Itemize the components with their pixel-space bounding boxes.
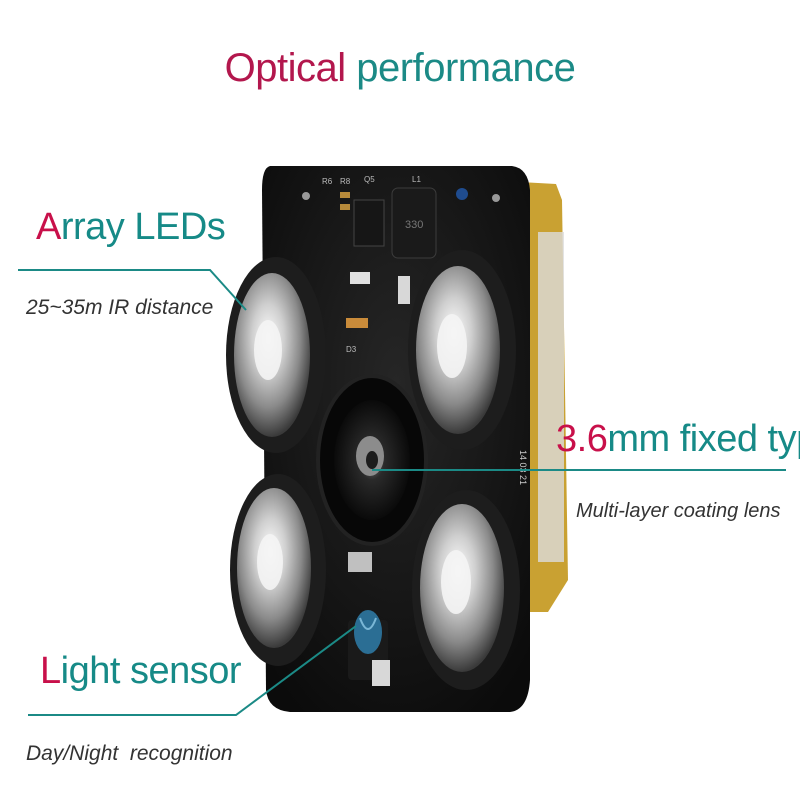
title-accent: Optical bbox=[224, 46, 347, 90]
svg-text:330: 330 bbox=[405, 219, 423, 231]
sensor-heading: Light sensor bbox=[40, 650, 242, 692]
inductor bbox=[391, 187, 437, 259]
ir-led-lens bbox=[412, 490, 520, 690]
callout-line bbox=[18, 269, 786, 716]
svg-text:14 03 21: 14 03 21 bbox=[518, 450, 528, 485]
page-title: Optical performance bbox=[0, 46, 800, 91]
ir-led-lens bbox=[408, 250, 516, 450]
chip bbox=[353, 199, 385, 247]
side-connector bbox=[538, 232, 564, 562]
svg-text:L1: L1 bbox=[412, 175, 421, 184]
light-sensor bbox=[348, 552, 390, 686]
leds-heading: Array LEDs bbox=[36, 206, 226, 248]
leds-subtext: 25~35m IR distance bbox=[26, 296, 214, 319]
camera-lens bbox=[316, 374, 428, 546]
ir-led-lens bbox=[226, 257, 326, 453]
sensor-subtext: Day/Night recognition bbox=[26, 742, 233, 765]
lens-heading: 3.6mm fixed type bbox=[556, 418, 800, 460]
lens-subtext: Multi-layer coating lens bbox=[576, 500, 781, 522]
svg-text:D3: D3 bbox=[346, 345, 357, 354]
ir-led-lens bbox=[230, 474, 326, 666]
svg-text:R8: R8 bbox=[340, 177, 351, 186]
title-rest: performance bbox=[345, 46, 576, 90]
svg-text:Q5: Q5 bbox=[364, 175, 375, 184]
svg-text:R6: R6 bbox=[322, 177, 333, 186]
